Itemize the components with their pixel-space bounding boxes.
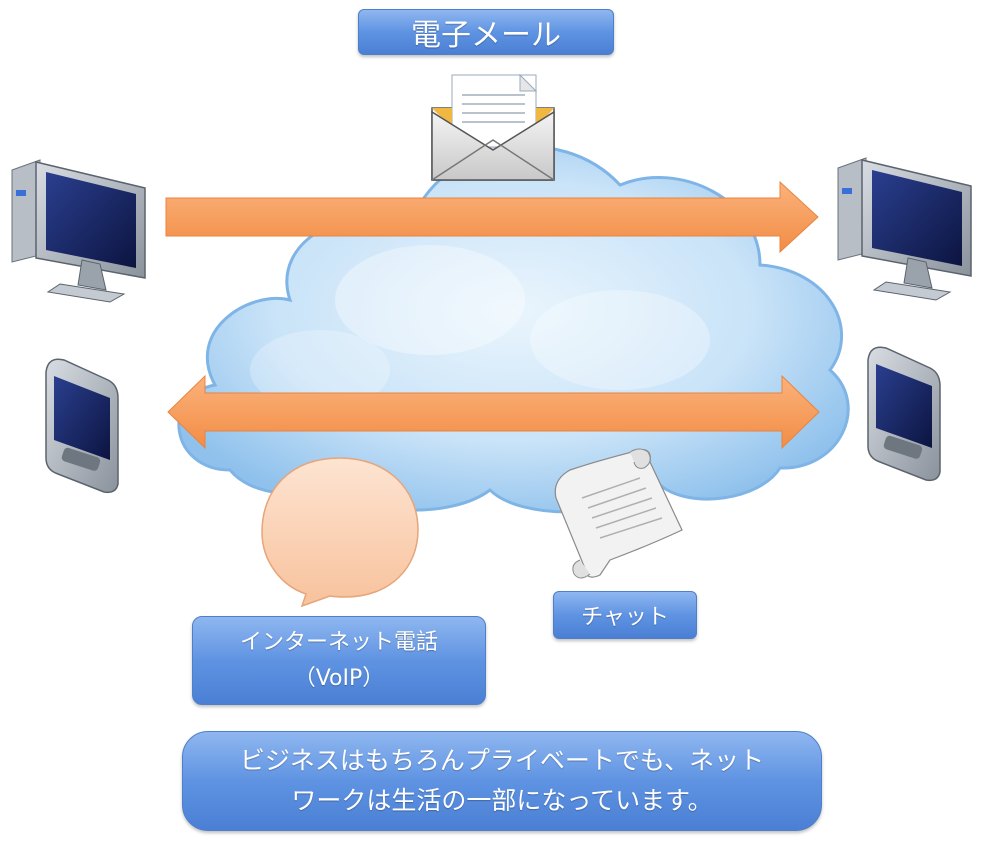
desktop-computer-icon-right: [837, 157, 972, 301]
envelope-icon: [431, 73, 555, 181]
email-label: 電子メール: [358, 9, 614, 55]
caption-line2: ワークは生活の一部になっています。: [291, 786, 713, 815]
pda-icon: [45, 358, 119, 494]
desktop-computer-icon: [11, 159, 146, 303]
caption-line1: ビジネスはもちろんプライベートでも、ネット: [239, 746, 765, 775]
speech-bubble-icon: [261, 457, 419, 608]
scroll-icon: [554, 448, 683, 579]
voip-label: インターネット電話 （VoIP）: [192, 616, 486, 705]
voip-label-line1: インターネット電話: [239, 629, 438, 655]
email-label-text: 電子メール: [411, 18, 561, 53]
pda-icon-right: [867, 346, 941, 482]
chat-label-text: チャット: [581, 605, 669, 630]
email-arrow: [165, 180, 819, 254]
communication-arrow: [167, 374, 820, 450]
chat-label: チャット: [553, 591, 697, 639]
caption-box: ビジネスはもちろんプライベートでも、ネット ワークは生活の一部になっています。: [182, 731, 822, 831]
voip-label-line2: （VoIP）: [293, 665, 385, 691]
